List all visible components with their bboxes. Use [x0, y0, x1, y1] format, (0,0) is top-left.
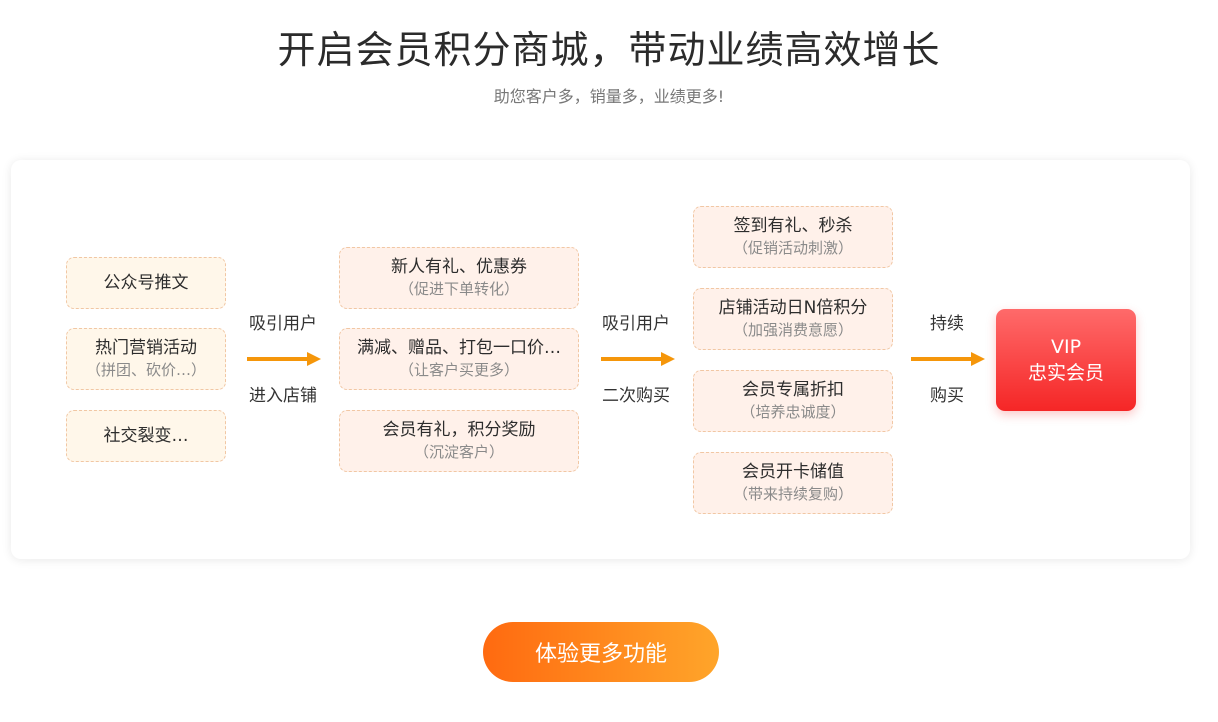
retention-sublabel: （加强消费意愿） [732, 321, 853, 339]
step1-top-label: 吸引用户 [249, 314, 317, 334]
vip-label: VIP [1050, 336, 1082, 358]
source-label: 社交裂变… [103, 425, 189, 446]
vip-sublabel: 忠实会员 [1027, 362, 1104, 384]
source-box-hot-campaigns: 热门营销活动 （拼团、砍价…） [66, 328, 226, 390]
conversion-box-new-user-coupon: 新人有礼、优惠券 （促进下单转化） [339, 247, 579, 309]
step3-arrow-icon [911, 352, 985, 366]
conversion-box-member-points: 会员有礼，积分奖励 （沉淀客户） [339, 410, 579, 472]
retention-label: 店铺活动日N倍积分 [718, 298, 868, 318]
step1-bottom-label: 进入店铺 [249, 386, 317, 406]
step3-bottom-label: 购买 [930, 386, 964, 406]
retention-label: 会员专属折扣 [742, 380, 844, 400]
retention-box-member-discount: 会员专属折扣 （培养忠诚度） [693, 370, 893, 432]
vip-member-box: VIP 忠实会员 [996, 309, 1136, 411]
source-sublabel: （拼团、砍价…） [85, 361, 206, 379]
retention-box-n-times-points: 店铺活动日N倍积分 （加强消费意愿） [693, 288, 893, 350]
conversion-sublabel: （沉淀客户） [413, 443, 504, 461]
step1-arrow-icon [247, 352, 321, 366]
step2-arrow-icon [601, 352, 675, 366]
conversion-sublabel: （让客户买更多） [398, 361, 519, 379]
source-label: 热门营销活动 [95, 338, 197, 358]
retention-box-card-stored-value: 会员开卡储值 （带来持续复购） [693, 452, 893, 514]
page-subtitle: 助您客户多，销量多，业绩更多! [493, 87, 725, 106]
source-label: 公众号推文 [103, 272, 189, 293]
retention-sublabel: （培养忠诚度） [740, 403, 846, 421]
step3-top-label: 持续 [930, 314, 964, 334]
experience-more-features-button[interactable]: 体验更多功能 [483, 622, 719, 682]
conversion-label: 新人有礼、优惠券 [391, 257, 527, 277]
flow-diagram-panel: 公众号推文 热门营销活动 （拼团、砍价…） 社交裂变… 吸引用户 进入店铺 新人… [11, 160, 1190, 559]
conversion-box-discount-bundle: 满减、赠品、打包一口价… （让客户买更多） [339, 328, 579, 390]
source-box-official-account: 公众号推文 [66, 257, 226, 309]
retention-sublabel: （促销活动刺激） [732, 239, 853, 257]
step2-top-label: 吸引用户 [602, 314, 670, 334]
retention-label: 会员开卡储值 [742, 462, 844, 482]
conversion-label: 会员有礼，积分奖励 [382, 420, 536, 440]
retention-label: 签到有礼、秒杀 [733, 216, 853, 236]
page-title: 开启会员积分商城，带动业绩高效增长 [277, 28, 941, 72]
source-box-social-fission: 社交裂变… [66, 410, 226, 462]
retention-sublabel: （带来持续复购） [732, 485, 853, 503]
conversion-sublabel: （促进下单转化） [398, 280, 519, 298]
conversion-label: 满减、赠品、打包一口价… [357, 338, 561, 358]
retention-box-checkin-flashsale: 签到有礼、秒杀 （促销活动刺激） [693, 206, 893, 268]
step2-bottom-label: 二次购买 [602, 386, 670, 406]
